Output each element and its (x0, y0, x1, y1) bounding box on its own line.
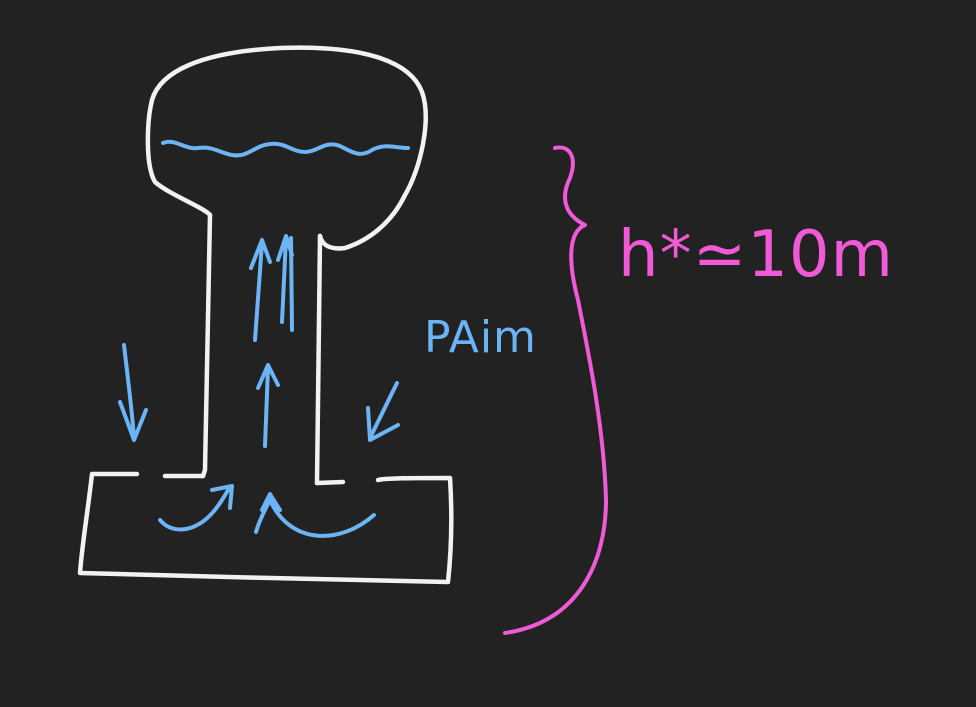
arrow-down-icon (118, 343, 148, 442)
pressure-label: PAim (424, 312, 537, 363)
height-label: h*≃10m (618, 218, 894, 292)
curved-arrow-icon (254, 492, 376, 538)
reservoir-outline (145, 45, 428, 251)
arrow-up-icon (256, 363, 280, 448)
arrow-up-icon (289, 236, 294, 332)
tube-left-wall (200, 212, 213, 479)
arrow-down-left-icon (366, 381, 400, 442)
height-brace (503, 145, 608, 635)
water-surface (161, 139, 410, 158)
curved-arrow-icon (158, 484, 234, 532)
basin-outline (77, 471, 454, 585)
tube-right-wall (314, 233, 323, 486)
basin-rim-right (314, 479, 346, 486)
arrow-up-icon (249, 238, 272, 342)
